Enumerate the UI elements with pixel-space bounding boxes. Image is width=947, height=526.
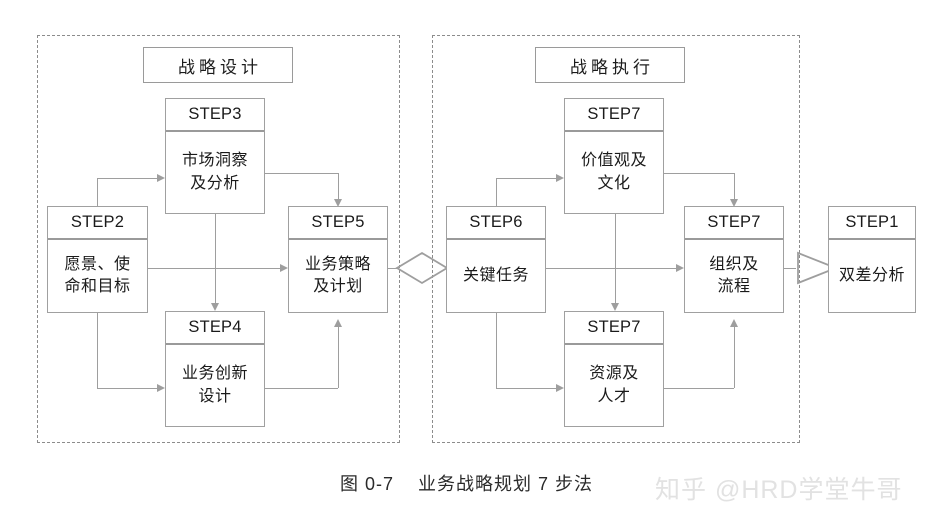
connector-values-org-vertical bbox=[734, 173, 735, 199]
node-step2[interactable]: STEP2 愿景、使 命和目标 bbox=[47, 206, 148, 313]
node-step7-org-step-label: STEP7 bbox=[685, 207, 783, 240]
node-step4[interactable]: STEP4 业务创新 设计 bbox=[165, 311, 265, 427]
connector-people-org-vertical bbox=[734, 327, 735, 388]
node-step7-values-step-label: STEP7 bbox=[565, 99, 663, 132]
node-step6-title: 关键任务 bbox=[462, 266, 529, 284]
connector-step6-people-horizontal bbox=[496, 388, 556, 389]
arrow-into-step5-bottom bbox=[333, 319, 342, 327]
node-step7-people-step-label: STEP7 bbox=[565, 312, 663, 345]
diamond-link-icon bbox=[395, 251, 449, 285]
node-step5-title: 业务策略 及计划 bbox=[304, 255, 371, 295]
connector-step6-values-vertical bbox=[496, 178, 497, 207]
connector-step2-step3-horizontal bbox=[97, 178, 157, 179]
arrow-into-people-top bbox=[610, 303, 619, 311]
panel-strategy-design bbox=[37, 35, 400, 443]
node-step7-values[interactable]: STEP7 价值观及 文化 bbox=[564, 98, 664, 214]
connector-step2-step5 bbox=[148, 268, 280, 269]
arrow-into-step4-left bbox=[157, 383, 165, 392]
arrow-into-values-left bbox=[556, 173, 564, 182]
arrow-into-people-left bbox=[556, 383, 564, 392]
node-step6-step-label: STEP6 bbox=[447, 207, 545, 240]
node-step2-title: 愿景、使 命和目标 bbox=[64, 255, 131, 295]
node-step3[interactable]: STEP3 市场洞察 及分析 bbox=[165, 98, 265, 214]
node-step2-step-label: STEP2 bbox=[48, 207, 147, 240]
node-step7-values-title: 价值观及 文化 bbox=[580, 152, 647, 192]
panel-strategy-execution bbox=[432, 35, 800, 443]
connector-step3-step4 bbox=[215, 213, 216, 303]
node-step5-step-label: STEP5 bbox=[289, 207, 387, 240]
node-step7-org[interactable]: STEP7 组织及 流程 bbox=[684, 206, 784, 313]
arrow-into-org-left bbox=[676, 263, 684, 272]
connector-step3-step5-horizontal bbox=[265, 173, 338, 174]
connector-step2-step4-horizontal bbox=[97, 388, 157, 389]
node-step7-people[interactable]: STEP7 资源及 人才 bbox=[564, 311, 664, 427]
node-step4-step-label: STEP4 bbox=[166, 312, 264, 345]
connector-org-triangle bbox=[784, 268, 796, 269]
connector-step6-values-horizontal bbox=[496, 178, 556, 179]
arrow-into-step5-top bbox=[333, 199, 342, 207]
triangle-link-icon bbox=[797, 251, 839, 285]
node-step1-title: 双差分析 bbox=[838, 266, 905, 284]
node-step3-step-label: STEP3 bbox=[166, 99, 264, 132]
node-step5[interactable]: STEP5 业务策略 及计划 bbox=[288, 206, 388, 313]
watermark: 知乎 @HRD学堂牛哥 bbox=[655, 476, 903, 504]
node-step7-people-title: 资源及 人才 bbox=[589, 365, 639, 405]
figure-caption: 图 0-7 业务战略规划 7 步法 bbox=[340, 474, 594, 494]
arrow-into-org-top bbox=[729, 199, 738, 207]
node-step1[interactable]: STEP1 双差分析 bbox=[828, 206, 916, 313]
connector-step3-step5-vertical bbox=[338, 173, 339, 199]
connector-values-org-horizontal bbox=[664, 173, 734, 174]
connector-step6-people-vertical bbox=[496, 312, 497, 388]
arrow-into-step3-left bbox=[157, 173, 165, 182]
panel-title-strategy-execution: 战略执行 bbox=[535, 47, 685, 83]
connector-values-people bbox=[615, 213, 616, 303]
arrow-into-step5-left bbox=[280, 263, 288, 272]
connector-step4-step5-vertical bbox=[338, 327, 339, 388]
connector-step2-step3-vertical bbox=[97, 178, 98, 207]
node-step1-step-label: STEP1 bbox=[829, 207, 915, 240]
node-step7-org-title: 组织及 流程 bbox=[709, 255, 759, 295]
arrow-into-step4-top bbox=[210, 303, 219, 311]
node-step3-title: 市场洞察 及分析 bbox=[181, 152, 248, 192]
connector-step2-step4-vertical bbox=[97, 312, 98, 388]
connector-step4-step5-horizontal bbox=[265, 388, 338, 389]
panel-title-strategy-design: 战略设计 bbox=[143, 47, 293, 83]
connector-step5-diamond bbox=[388, 268, 397, 269]
node-step4-title: 业务创新 设计 bbox=[181, 365, 248, 405]
connector-people-org-horizontal bbox=[664, 388, 734, 389]
connector-step6-org bbox=[546, 268, 676, 269]
arrow-into-org-bottom bbox=[729, 319, 738, 327]
node-step6[interactable]: STEP6 关键任务 bbox=[446, 206, 546, 313]
